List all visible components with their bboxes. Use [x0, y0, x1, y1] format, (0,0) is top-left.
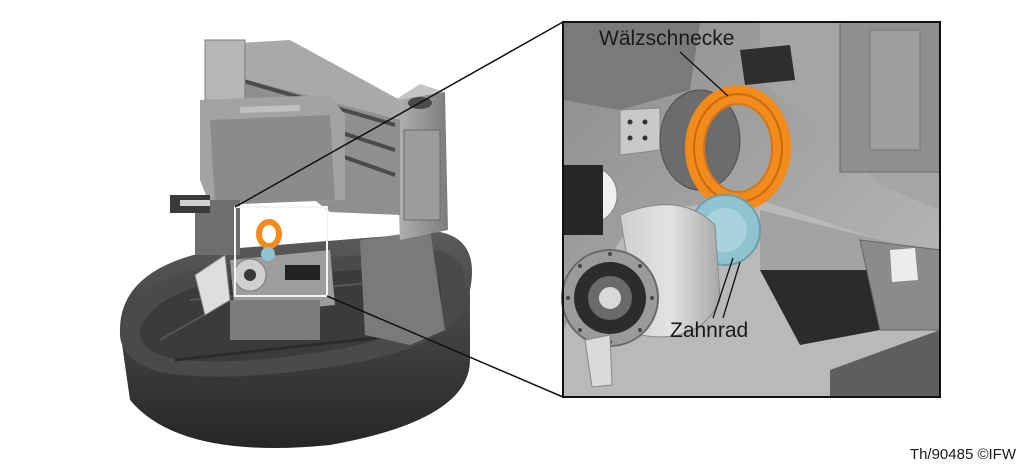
overview-worm-gear — [256, 219, 282, 261]
detail-view — [561, 21, 941, 398]
detail-highlight-box — [234, 206, 328, 297]
worm-hob-label: Wälzschnecke — [599, 27, 735, 50]
workpiece-spindle — [561, 204, 721, 388]
machine-column — [360, 84, 448, 345]
figure-credit: Th/90485 ©IFW — [909, 446, 1016, 463]
gear-leader-line-1 — [712, 257, 734, 319]
zoom-connector-lines — [234, 21, 564, 398]
gear-leader-line-2 — [722, 261, 741, 319]
machine-overview — [119, 39, 472, 448]
machine-head — [170, 95, 345, 340]
gear-label: Zahnrad — [670, 319, 749, 342]
worm-leader-line — [679, 51, 729, 97]
detail-frame — [562, 21, 941, 398]
